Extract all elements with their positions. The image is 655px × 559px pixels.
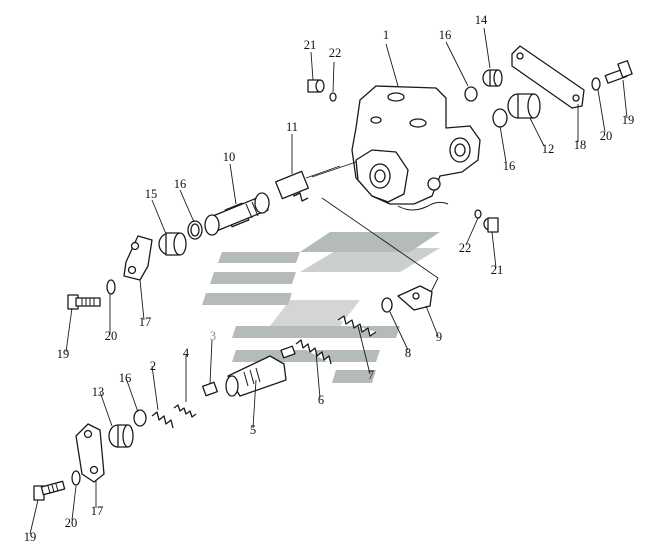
valve-body xyxy=(351,85,481,211)
callout-11: 11 xyxy=(286,120,298,134)
callout-21: 21 xyxy=(491,263,504,277)
plug-part-15 xyxy=(158,232,187,256)
cap-part-9 xyxy=(397,285,433,311)
plug-part-21-right xyxy=(483,217,499,233)
callout-22: 22 xyxy=(329,46,342,60)
plug-part-13 xyxy=(108,424,134,448)
callout-22: 22 xyxy=(459,241,472,255)
callout-17: 17 xyxy=(139,315,152,329)
callout-19: 19 xyxy=(24,530,37,544)
callout-16: 16 xyxy=(174,177,187,191)
ring-part-22-top xyxy=(329,92,337,102)
callout-15: 15 xyxy=(145,187,158,201)
ring-part-16-lower xyxy=(133,409,147,427)
callout-19: 19 xyxy=(57,347,70,361)
callout-20: 20 xyxy=(65,516,78,530)
bolt-part-19-right xyxy=(604,60,633,84)
callout-16: 16 xyxy=(439,28,452,42)
bolt-part-19-lower xyxy=(33,480,66,501)
washer-part-8 xyxy=(381,297,393,313)
callout-3: 3 xyxy=(210,329,216,343)
spool-part-10 xyxy=(204,192,270,236)
washer-part-20-upper xyxy=(106,279,116,295)
leader-lines xyxy=(29,27,628,535)
callout-13: 13 xyxy=(92,385,105,399)
callout-16: 16 xyxy=(119,371,132,385)
callout-19: 19 xyxy=(622,113,635,127)
callout-10: 10 xyxy=(223,150,236,164)
callout-2: 2 xyxy=(150,359,156,373)
callout-6: 6 xyxy=(318,393,324,407)
washer-part-20-right xyxy=(591,77,601,91)
ring-part-22-right xyxy=(474,209,482,219)
plug-part-21-top xyxy=(307,79,325,93)
callout-7: 7 xyxy=(368,368,374,382)
ring-part-16-top xyxy=(464,86,478,102)
callout-5: 5 xyxy=(250,423,256,437)
plate-part-17-lower xyxy=(75,423,105,483)
washer-part-20-lower xyxy=(71,470,81,486)
spring-part-3 xyxy=(202,381,218,397)
callout-9: 9 xyxy=(436,330,442,344)
plate-part-17-upper xyxy=(123,235,153,281)
spring-part-7 xyxy=(337,315,377,337)
assembly-lines xyxy=(311,161,439,295)
callout-16: 16 xyxy=(503,159,516,173)
bolt-part-19-upper xyxy=(67,294,101,310)
ring-part-16-right xyxy=(492,108,508,128)
callout-20: 20 xyxy=(105,329,118,343)
ring-part-16-left xyxy=(187,220,203,240)
callout-18: 18 xyxy=(574,138,587,152)
spring-part-4 xyxy=(173,404,197,418)
plate-part-18 xyxy=(511,45,585,109)
callout-4: 4 xyxy=(183,346,190,360)
spring-part-11 xyxy=(274,165,341,202)
callout-17: 17 xyxy=(91,504,104,518)
plug-part-12 xyxy=(507,93,541,119)
callout-8: 8 xyxy=(405,346,411,360)
callout-12: 12 xyxy=(542,142,555,156)
callout-20: 20 xyxy=(600,129,613,143)
callout-labels: 1 14 16 21 22 11 10 15 16 16 12 18 20 19… xyxy=(24,13,635,544)
spring-part-6 xyxy=(295,339,332,365)
spring-part-2 xyxy=(151,411,174,429)
callout-21: 21 xyxy=(304,38,317,52)
callout-14: 14 xyxy=(475,13,488,27)
valve-part-5 xyxy=(225,345,296,397)
callout-1: 1 xyxy=(383,28,389,42)
plug-part-14 xyxy=(482,69,503,87)
